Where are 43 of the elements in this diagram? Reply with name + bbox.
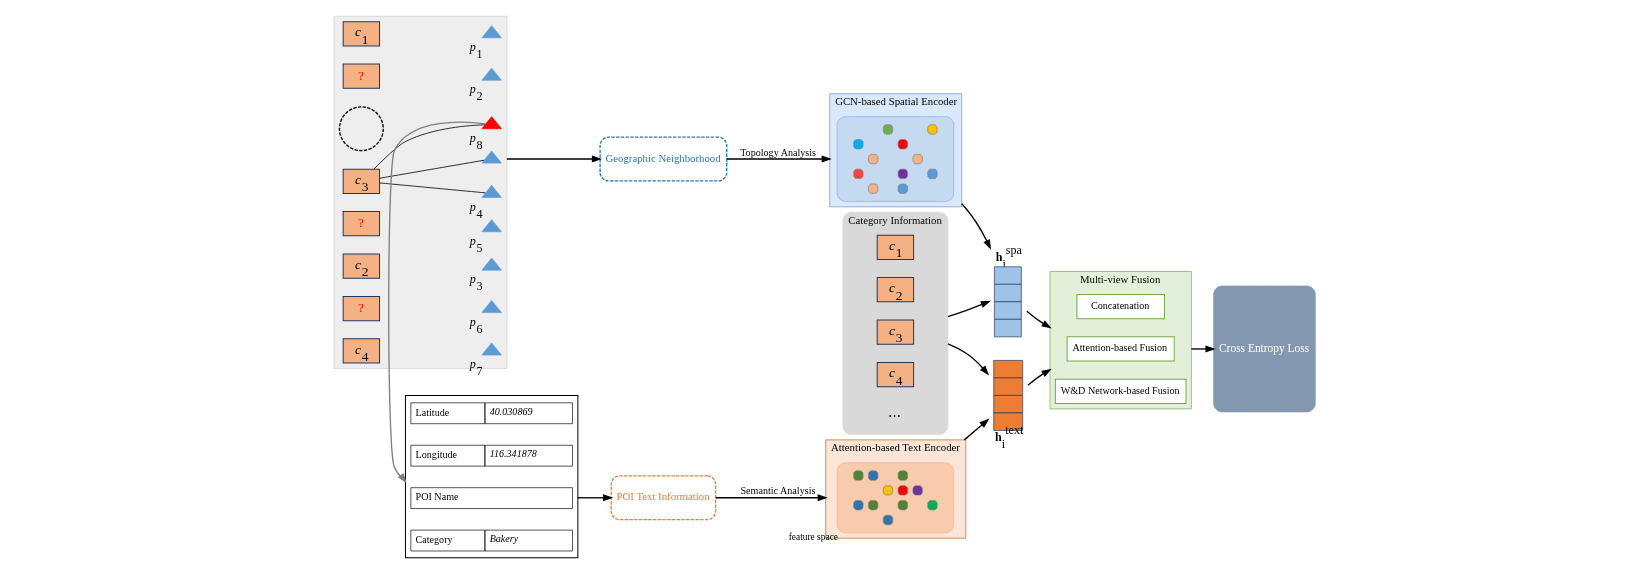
node-box: POI Name (410, 487, 573, 509)
node-triangle (481, 300, 502, 313)
node-triangle (481, 219, 502, 233)
arrow (1027, 368, 1052, 386)
node-box: Geographic Neighborhood (599, 136, 728, 182)
node-box: ? (342, 63, 381, 89)
node-picture (836, 462, 954, 534)
edge-label: Topology Analysis (740, 146, 817, 158)
node-triangle (481, 116, 502, 130)
arrow (1190, 345, 1216, 353)
node-box: Attention-based Fusion (1066, 336, 1175, 362)
connector (379, 182, 486, 194)
node-box: Cross Entropy Loss (1213, 285, 1316, 413)
node-text: ⋯ (888, 408, 902, 424)
arrow (715, 494, 828, 502)
node-circle (338, 106, 384, 152)
node-box: ? (342, 211, 381, 237)
node-triangle (481, 257, 502, 271)
arrow (963, 418, 990, 441)
node-triangle (481, 150, 502, 164)
cluster (333, 15, 508, 369)
arrow (1026, 310, 1052, 329)
node-box: Concatenation (1076, 293, 1165, 320)
arrow (961, 203, 992, 250)
node-triangle (481, 25, 502, 39)
node-triangle (481, 184, 502, 198)
arrow (947, 343, 990, 376)
arrow (388, 121, 487, 484)
node-box: ? (342, 295, 381, 322)
arrow (726, 155, 832, 163)
node-box: POI Text Information (610, 475, 717, 521)
arrow (947, 300, 991, 318)
node-picture (836, 116, 954, 202)
cluster: GCN-based Spatial Encoder (829, 93, 963, 208)
node-triangle (481, 342, 502, 356)
edge-label: Semantic Analysis (740, 485, 816, 497)
cluster (404, 394, 579, 559)
connector (373, 124, 486, 170)
node-box: W&D Network-based Fusion (1054, 378, 1187, 404)
arrow (577, 494, 614, 502)
node-triangle (481, 67, 502, 81)
connector (379, 159, 485, 179)
arrow (506, 155, 602, 163)
